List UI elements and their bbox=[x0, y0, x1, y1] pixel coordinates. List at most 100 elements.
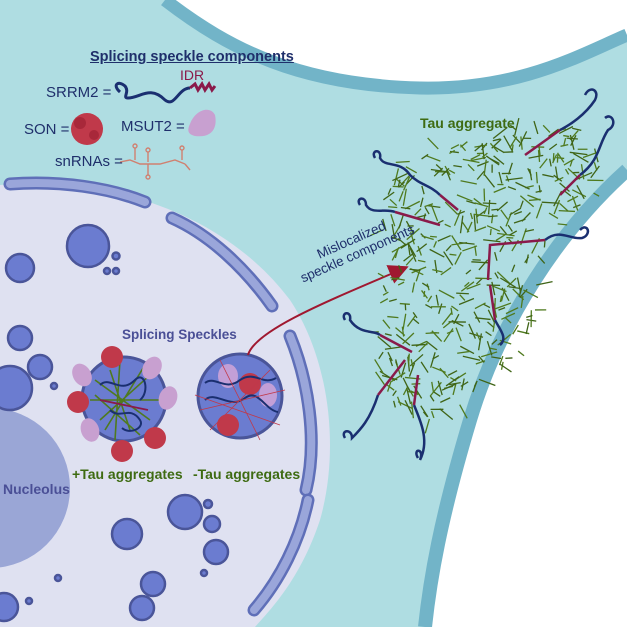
tau-fibril bbox=[459, 241, 475, 245]
tau-fibril bbox=[520, 295, 524, 308]
tau-fibril bbox=[443, 328, 454, 343]
tau-fibril bbox=[474, 202, 489, 208]
tau-fibril bbox=[511, 264, 516, 273]
tau-fibril bbox=[382, 319, 391, 329]
tau-fibril bbox=[467, 163, 475, 172]
tau-fibril bbox=[392, 390, 397, 397]
tau-fibril bbox=[384, 333, 392, 337]
tau-fibril bbox=[498, 171, 503, 184]
tau-fibril bbox=[468, 323, 477, 339]
tau-fibril bbox=[483, 303, 491, 309]
tau-fibril bbox=[374, 359, 384, 374]
tau-fibril bbox=[559, 203, 569, 212]
tau-fibril bbox=[492, 285, 507, 293]
tau-fibril bbox=[478, 355, 485, 363]
tau-fibril bbox=[482, 152, 488, 158]
tau-fibril bbox=[548, 212, 559, 219]
tau-fibril bbox=[486, 341, 493, 356]
tau-fibril bbox=[489, 347, 497, 351]
tau-fibril bbox=[569, 151, 588, 156]
tau-fibril bbox=[397, 401, 413, 410]
tau-fibril bbox=[489, 228, 492, 236]
tau-fibril bbox=[435, 294, 439, 306]
tau-fibril bbox=[475, 278, 483, 285]
tau-fibril bbox=[460, 141, 468, 148]
tau-fibril bbox=[450, 307, 453, 315]
tau-fibril bbox=[491, 356, 502, 360]
tau-fibril bbox=[398, 181, 405, 188]
tau-fibril bbox=[554, 176, 564, 182]
tau-fibril bbox=[395, 160, 410, 164]
tau-fibril bbox=[438, 289, 455, 299]
tau-fibril bbox=[381, 374, 398, 381]
tau-fibril bbox=[493, 145, 505, 154]
tau-fibril bbox=[478, 378, 496, 387]
tau-fibril bbox=[457, 350, 471, 354]
tau-fibril bbox=[447, 370, 458, 376]
tau-fibril bbox=[511, 144, 514, 153]
mislocalization-arrow bbox=[247, 265, 409, 356]
tau-aggregate-label: Tau aggregate bbox=[420, 115, 515, 131]
tau-fibril bbox=[512, 134, 521, 144]
tau-fibril bbox=[575, 171, 593, 181]
tau-fibril bbox=[409, 268, 421, 272]
tau-fibril bbox=[425, 155, 441, 162]
tau-fibril bbox=[422, 411, 428, 418]
nucleolus bbox=[0, 408, 70, 568]
tau-fibril bbox=[541, 201, 560, 204]
tau-fibril bbox=[417, 259, 426, 263]
tau-fibril bbox=[474, 245, 477, 256]
tau-fibril bbox=[383, 191, 395, 201]
tau-fibril bbox=[494, 251, 498, 261]
tau-fibril bbox=[485, 331, 492, 337]
tau-fibril bbox=[456, 292, 469, 295]
tau-fibril bbox=[473, 215, 477, 230]
tau-fibril bbox=[404, 200, 421, 210]
tau-fibril bbox=[441, 383, 457, 391]
tau-fibril bbox=[469, 212, 474, 220]
tau-fibril bbox=[492, 126, 508, 139]
tau-fibril bbox=[469, 332, 484, 338]
tau-fibril bbox=[425, 304, 433, 309]
tau-fibril bbox=[512, 324, 519, 335]
tau-fibril bbox=[514, 211, 523, 215]
tau-fibril bbox=[433, 167, 444, 177]
tau-fibril bbox=[563, 158, 575, 166]
tau-fibril bbox=[391, 223, 396, 238]
tau-fibril bbox=[483, 159, 487, 176]
tau-fibril bbox=[437, 219, 444, 224]
tau-fibril bbox=[460, 180, 477, 185]
tau-fibril bbox=[516, 277, 522, 293]
tau-fibril bbox=[458, 297, 475, 306]
tau-fibril bbox=[527, 168, 532, 176]
tau-fibril bbox=[441, 311, 453, 325]
tau-fibril bbox=[557, 223, 568, 226]
tau-fibril bbox=[382, 218, 387, 232]
tau-fibril bbox=[390, 214, 396, 227]
tau-fibril bbox=[483, 173, 496, 188]
tau-fibril bbox=[410, 359, 414, 368]
nuclear-envelope bbox=[3, 176, 318, 617]
minus-tau-label: -Tau aggregates bbox=[193, 466, 301, 482]
tau-fibril bbox=[491, 281, 496, 296]
tau-fibril bbox=[387, 351, 393, 362]
tau-fibril bbox=[405, 166, 418, 174]
tau-fibril bbox=[448, 169, 456, 174]
srrm2-strands bbox=[342, 88, 615, 461]
tau-fibril bbox=[402, 188, 407, 206]
tau-fibril bbox=[492, 138, 501, 142]
tau-fibril bbox=[566, 137, 578, 140]
tau-fibril bbox=[504, 317, 512, 324]
tau-fibril bbox=[488, 215, 498, 218]
tau-fibril bbox=[570, 135, 577, 147]
tau-fibril bbox=[512, 288, 525, 301]
tau-fibril bbox=[391, 372, 406, 383]
tau-fibril bbox=[424, 206, 430, 215]
tau-fibril bbox=[487, 309, 495, 323]
tau-fibril bbox=[491, 339, 498, 345]
tau-fibril bbox=[430, 410, 435, 419]
tau-fibril bbox=[509, 207, 522, 216]
tau-fibril bbox=[563, 134, 570, 138]
tau-fibril bbox=[572, 152, 589, 163]
tau-fibril bbox=[499, 225, 507, 235]
